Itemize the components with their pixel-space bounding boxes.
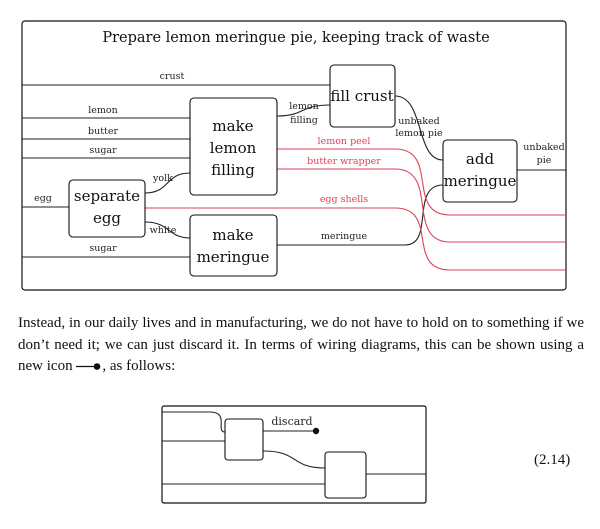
box-make-meringue-label-1: make <box>212 226 253 244</box>
label-white: white <box>150 225 177 236</box>
diagram-title: Prepare lemon meringue pie, keeping trac… <box>102 30 489 46</box>
box-separate-egg-label-2: egg <box>93 209 121 227</box>
label-lemon: lemon <box>88 105 118 116</box>
label-lemon-filling-2: filling <box>290 115 318 126</box>
box-separate-egg-label-1: separate <box>74 187 140 205</box>
waste-wires <box>145 148 566 271</box>
label-unbaked-lemon-pie-2: lemon pie <box>395 128 443 139</box>
label-egg-shells: egg shells <box>320 194 368 205</box>
label-unbaked-pie-2: pie <box>537 155 552 166</box>
wire-butter-wrapper <box>277 168 566 243</box>
box-make-meringue <box>189 214 278 277</box>
small-wire-top <box>162 411 226 433</box>
label-meringue: meringue <box>321 231 368 242</box>
label-discard: discard <box>271 415 312 428</box>
box-make-lemon-filling-label-3: filling <box>211 161 255 179</box>
main-wires <box>22 84 566 258</box>
wire-egg-shells <box>145 207 566 271</box>
main-diagram-frame <box>21 20 567 291</box>
label-lemon-filling-1: lemon <box>289 101 319 112</box>
label-unbaked-pie-1: unbaked <box>523 142 564 153</box>
wire-yolk <box>144 172 191 194</box>
box-add-meringue-label-1: add <box>466 150 495 168</box>
box-make-lemon-filling <box>189 97 278 196</box>
label-butter-wrapper: butter wrapper <box>307 156 381 167</box>
discard-dot <box>312 427 320 435</box>
label-unbaked-lemon-pie-1: unbaked <box>398 116 439 127</box>
label-sugar-bottom: sugar <box>89 243 117 254</box>
label-sugar-top: sugar <box>89 145 117 156</box>
wire-white <box>144 221 191 239</box>
box-make-meringue-label-2: meringue <box>197 248 270 266</box>
paragraph-text-part2: , as follows: <box>102 358 176 374</box>
box-make-lemon-filling-label-2: lemon <box>210 139 257 157</box>
small-box-1 <box>224 418 264 461</box>
small-diagram-wires <box>162 411 426 485</box>
box-fill-crust <box>329 64 396 128</box>
small-box-2 <box>324 451 367 499</box>
box-separate-egg <box>68 179 146 238</box>
box-make-lemon-filling-label-1: make <box>212 117 253 135</box>
body-paragraph: Instead, in our daily lives and in manuf… <box>18 313 584 378</box>
label-egg: egg <box>34 193 52 204</box>
label-lemon-peel: lemon peel <box>318 136 371 147</box>
wire-meringue <box>277 184 444 246</box>
discard-icon <box>76 363 101 370</box>
box-fill-crust-label: fill crust <box>330 87 393 105</box>
box-add-meringue-label-2: meringue <box>444 172 517 190</box>
wire-lemon-filling <box>276 104 331 117</box>
wire-unbaked-lemon-pie <box>394 95 444 161</box>
label-butter: butter <box>88 126 118 137</box>
paragraph-text-part1: Instead, in our daily lives and in manuf… <box>18 315 584 374</box>
wire-lemon-peel <box>277 148 566 216</box>
label-yolk: yolk <box>152 173 173 184</box>
box-add-meringue <box>442 139 518 203</box>
equation-number: (2.14) <box>534 452 571 468</box>
label-crust: crust <box>160 71 185 82</box>
small-wire-cross <box>262 450 326 469</box>
